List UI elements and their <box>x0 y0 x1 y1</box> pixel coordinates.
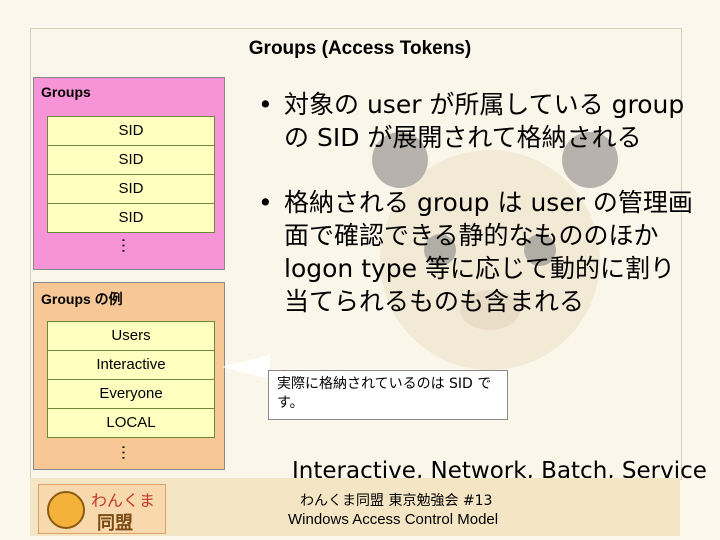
slide-title: Groups (Access Tokens) <box>0 38 720 60</box>
bullet-item: 格納される group は user の管理画面で確認できる静的なもののほか l… <box>254 186 694 318</box>
mascot-face-icon <box>47 491 85 529</box>
groups-example-list: Users Interactive Everyone LOCAL <box>47 321 215 438</box>
list-item: Users <box>47 321 215 350</box>
list-item: Interactive <box>47 350 215 379</box>
list-item: SID <box>47 203 215 233</box>
list-item: SID <box>47 116 215 145</box>
footer-event: わんくま同盟 東京勉強会 #13 <box>300 490 492 510</box>
groups-example-ellipsis: … <box>119 445 138 461</box>
callout-pointer <box>222 355 270 379</box>
groups-sid-list: SID SID SID SID <box>47 116 215 233</box>
list-item: SID <box>47 174 215 203</box>
footer-subject: Windows Access Control Model <box>288 511 498 528</box>
list-item: Everyone <box>47 379 215 408</box>
list-item: SID <box>47 145 215 174</box>
bullet-item: 対象の user が所属している group の SID が展開されて格納される <box>254 88 694 154</box>
groups-ellipsis: … <box>119 238 138 254</box>
logo-text: 同盟 <box>97 509 133 535</box>
list-item: LOCAL <box>47 408 215 438</box>
bullet-list: 対象の user が所属している group の SID が展開されて格納される… <box>254 88 694 350</box>
logo-text: わんくま <box>91 487 155 511</box>
callout-note: 実際に格納されているのは SID です。 <box>268 370 508 420</box>
groups-example-label: Groups の例 <box>41 289 123 309</box>
groups-box-label: Groups <box>41 84 91 100</box>
wankuma-logo: わんくま 同盟 <box>38 484 166 534</box>
